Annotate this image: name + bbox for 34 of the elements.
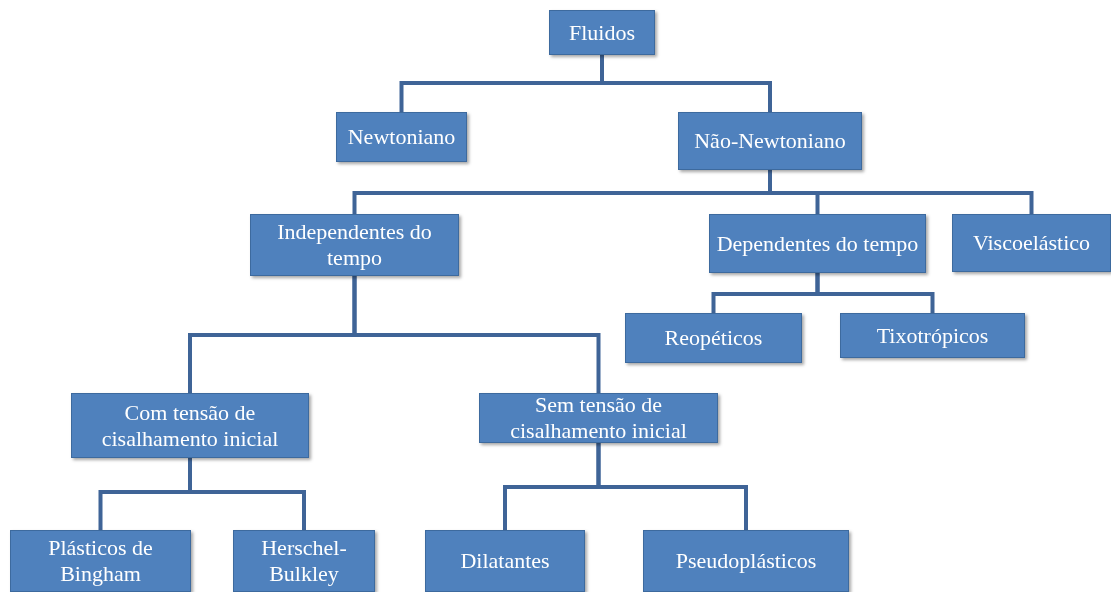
category-box bbox=[425, 530, 585, 592]
category-box bbox=[840, 313, 1025, 358]
connector-line bbox=[596, 443, 748, 530]
category-box bbox=[625, 313, 802, 363]
category-box bbox=[549, 10, 655, 55]
connector-line bbox=[815, 273, 935, 313]
box-label: Newtoniano bbox=[347, 124, 456, 150]
box-label: Com tensão de cisalhamento inicial bbox=[100, 399, 280, 452]
connector-line bbox=[188, 458, 306, 530]
category-box bbox=[336, 112, 467, 162]
category-box bbox=[71, 393, 309, 458]
category-box bbox=[10, 530, 191, 592]
box-label: Sem tensão de cisalhamento inicial bbox=[509, 392, 688, 444]
category-box bbox=[709, 214, 926, 273]
category-box bbox=[643, 530, 849, 592]
box-label: Pseudoplásticos bbox=[675, 548, 817, 574]
box-label: Fluidos bbox=[569, 19, 635, 46]
box-label: Reopéticos bbox=[664, 325, 763, 351]
connector-line bbox=[768, 170, 1034, 214]
box-label: Tixotrópicos bbox=[876, 322, 989, 349]
box-label: Plásticos de Bingham bbox=[47, 535, 154, 587]
box-label: Dilatantes bbox=[460, 548, 550, 574]
category-box bbox=[250, 214, 459, 276]
box-label: Viscoelástico bbox=[972, 230, 1091, 256]
category-box bbox=[479, 393, 718, 443]
box-label: Herschel-Bulkley bbox=[260, 535, 348, 587]
connector-line bbox=[600, 55, 772, 112]
category-box bbox=[233, 530, 375, 592]
box-label: Dependentes do tempo bbox=[716, 230, 919, 257]
box-label: Independentes do tempo bbox=[276, 219, 433, 271]
connector-line bbox=[352, 276, 601, 393]
category-box bbox=[952, 214, 1111, 272]
category-box bbox=[678, 112, 862, 170]
box-label: Não-Newtoniano bbox=[694, 128, 846, 154]
